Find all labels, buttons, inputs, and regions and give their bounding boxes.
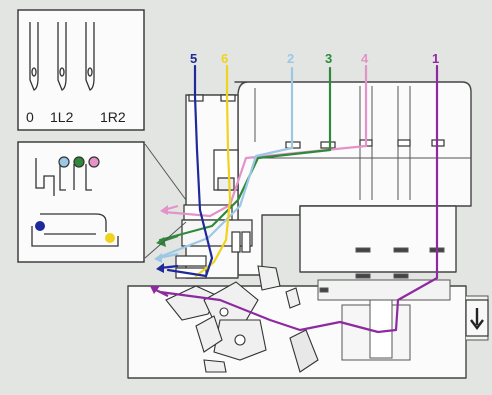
thread-number-labels: 5 6 2 3 4 1 — [190, 51, 439, 66]
thread-label-3: 3 — [325, 51, 332, 66]
thread-label-1: 1 — [432, 51, 439, 66]
needle-inset: 0 1L2 1R2 — [18, 10, 144, 130]
thread-label-6: 6 — [221, 51, 228, 66]
schematic-dot-navy — [35, 221, 45, 231]
needle-label-1r2: 1R2 — [100, 109, 126, 125]
arrow-heads — [150, 205, 168, 294]
schematic-dot-yellow — [105, 233, 115, 243]
schematic-circle-green — [74, 157, 84, 167]
needle-label-0: 0 — [26, 109, 34, 125]
thread-label-2: 2 — [287, 51, 294, 66]
thread-label-5: 5 — [190, 51, 197, 66]
needle-label-1l2: 1L2 — [50, 109, 74, 125]
threading-schematic-inset — [18, 142, 144, 262]
thread-label-4: 4 — [361, 51, 369, 66]
direction-indicator — [466, 300, 488, 336]
schematic-circle-blue — [59, 157, 69, 167]
schematic-circle-pink — [89, 157, 99, 167]
